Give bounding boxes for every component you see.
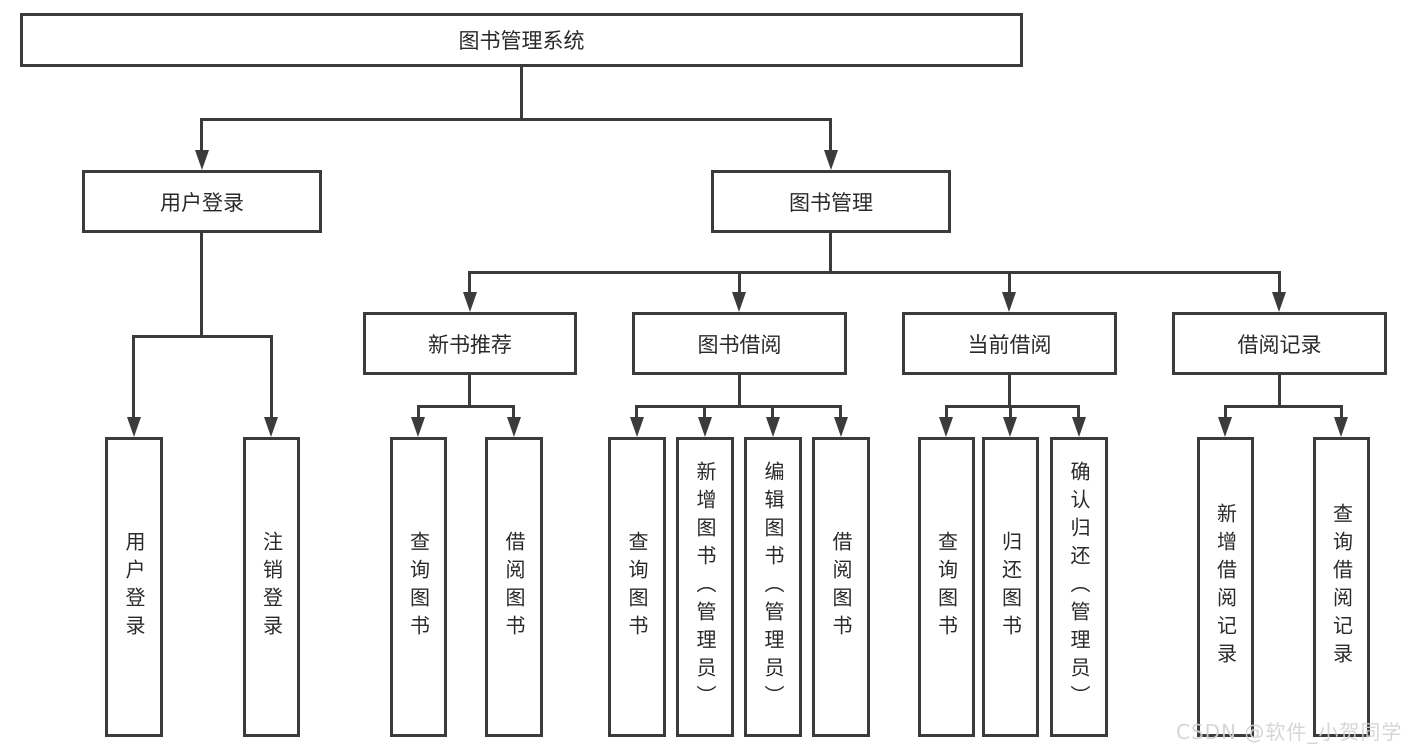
connector-to-query-books-current bbox=[945, 405, 948, 419]
node-user-login: 用户登录 bbox=[82, 170, 322, 233]
arrowhead-return-books-icon bbox=[1003, 417, 1017, 437]
connector-to-query-books-borrowing bbox=[635, 405, 638, 419]
connector-to-new-book-recommend bbox=[468, 271, 471, 294]
connector-book-borrowing-branch bbox=[635, 405, 841, 408]
connector-new-book-recommend-branch bbox=[417, 405, 515, 408]
node-book-borrowing: 图书借阅 bbox=[632, 312, 847, 375]
connector-current-borrowing-stem bbox=[1008, 375, 1011, 405]
node-book-management-label: 图书管理 bbox=[789, 190, 873, 215]
node-root: 图书管理系统 bbox=[20, 13, 1023, 67]
connector-user-login-branch bbox=[132, 335, 273, 338]
node-confirm-return-admin-label: 确认归还（管理员） bbox=[1067, 461, 1091, 713]
node-user-login-label: 用户登录 bbox=[160, 190, 244, 215]
node-logout-action: 注销登录 bbox=[243, 437, 300, 737]
arrowhead-query-borrow-record-icon bbox=[1334, 417, 1348, 437]
node-query-books-recommend: 查询图书 bbox=[390, 437, 447, 737]
arrowhead-confirm-return-admin-icon bbox=[1072, 417, 1086, 437]
connector-to-query-borrow-record bbox=[1340, 405, 1343, 419]
node-book-borrowing-label: 图书借阅 bbox=[697, 332, 782, 357]
arrowhead-add-borrow-record-icon bbox=[1218, 417, 1232, 437]
arrowhead-book-management-icon bbox=[824, 150, 838, 170]
node-borrow-books-recommend: 借阅图书 bbox=[485, 437, 543, 737]
node-borrow-books-borrowing: 借阅图书 bbox=[812, 437, 870, 737]
connector-root-stem bbox=[520, 67, 523, 118]
node-borrow-books-recommend-label: 借阅图书 bbox=[502, 531, 526, 643]
connector-book-borrowing-stem bbox=[738, 375, 741, 405]
arrowhead-edit-books-admin-icon bbox=[766, 417, 780, 437]
arrowhead-book-borrowing-icon bbox=[732, 292, 746, 312]
connector-to-logout bbox=[270, 335, 273, 419]
node-book-management: 图书管理 bbox=[711, 170, 951, 233]
arrowhead-add-books-admin-icon bbox=[698, 417, 712, 437]
connector-book-management-branch bbox=[468, 271, 1281, 274]
node-query-books-recommend-label: 查询图书 bbox=[406, 531, 431, 643]
node-root-label: 图书管理系统 bbox=[458, 29, 585, 53]
arrowhead-query-books-current-icon bbox=[939, 417, 953, 437]
connector-to-user-login-action bbox=[132, 335, 135, 419]
node-query-books-current-label: 查询图书 bbox=[934, 531, 959, 643]
connector-new-book-recommend-stem bbox=[468, 375, 471, 405]
node-query-borrow-record-label: 查询借阅记录 bbox=[1329, 503, 1354, 671]
watermark: CSDN @软件_小贺同学 bbox=[1176, 720, 1403, 744]
node-query-books-current: 查询图书 bbox=[918, 437, 975, 737]
connector-to-borrow-books-borrowing bbox=[839, 405, 842, 419]
arrowhead-user-login-action-icon bbox=[127, 417, 141, 437]
connector-current-borrowing-branch bbox=[945, 405, 1079, 408]
node-edit-books-admin-label: 编辑图书（管理员） bbox=[761, 461, 785, 713]
node-user-login-action-label: 用户登录 bbox=[122, 531, 146, 643]
node-query-books-borrowing-label: 查询图书 bbox=[625, 531, 649, 643]
connector-to-add-books-admin bbox=[703, 405, 706, 419]
node-logout-action-label: 注销登录 bbox=[259, 531, 284, 643]
node-add-books-admin-label: 新增图书（管理员） bbox=[693, 461, 717, 713]
arrowhead-user-login-icon bbox=[195, 150, 209, 170]
connector-to-confirm-return-admin bbox=[1077, 405, 1080, 419]
connector-to-edit-books-admin bbox=[771, 405, 774, 419]
connector-to-borrow-books-recommend bbox=[512, 405, 515, 419]
arrowhead-borrowing-records-icon bbox=[1272, 292, 1286, 312]
node-new-book-recommend-label: 新书推荐 bbox=[428, 332, 512, 357]
node-new-book-recommend: 新书推荐 bbox=[363, 312, 577, 375]
connector-book-management-stem bbox=[829, 233, 832, 271]
connector-borrowing-records-stem bbox=[1278, 375, 1281, 405]
arrowhead-borrow-books-recommend-icon bbox=[507, 417, 521, 437]
node-user-login-action: 用户登录 bbox=[105, 437, 163, 737]
node-query-books-borrowing: 查询图书 bbox=[608, 437, 666, 737]
node-borrowing-records-label: 借阅记录 bbox=[1237, 332, 1322, 357]
arrowhead-query-books-recommend-icon bbox=[411, 417, 425, 437]
node-add-books-admin: 新增图书（管理员） bbox=[676, 437, 734, 737]
connector-to-add-borrow-record bbox=[1224, 405, 1227, 419]
connector-to-user-login bbox=[200, 118, 203, 152]
arrowhead-borrow-books-borrowing-icon bbox=[834, 417, 848, 437]
arrowhead-logout-icon bbox=[264, 417, 278, 437]
arrowhead-new-book-recommend-icon bbox=[463, 292, 477, 312]
connector-root-branch bbox=[200, 118, 832, 121]
node-query-borrow-record: 查询借阅记录 bbox=[1313, 437, 1370, 737]
connector-user-login-stem bbox=[200, 233, 203, 335]
node-add-borrow-record-label: 新增借阅记录 bbox=[1213, 503, 1238, 671]
arrowhead-query-books-borrowing-icon bbox=[630, 417, 644, 437]
arrowhead-current-borrowing-icon bbox=[1002, 292, 1016, 312]
node-add-borrow-record: 新增借阅记录 bbox=[1197, 437, 1254, 737]
node-edit-books-admin: 编辑图书（管理员） bbox=[744, 437, 802, 737]
node-current-borrowing: 当前借阅 bbox=[902, 312, 1117, 375]
node-confirm-return-admin: 确认归还（管理员） bbox=[1050, 437, 1108, 737]
connector-to-book-management bbox=[829, 118, 832, 152]
connector-to-borrowing-records bbox=[1278, 271, 1281, 294]
node-return-books-label: 归还图书 bbox=[998, 531, 1023, 643]
node-current-borrowing-label: 当前借阅 bbox=[967, 332, 1052, 357]
connector-to-current-borrowing bbox=[1008, 271, 1011, 294]
node-borrow-books-borrowing-label: 借阅图书 bbox=[829, 531, 853, 643]
connector-borrowing-records-branch bbox=[1224, 405, 1342, 408]
connector-to-return-books bbox=[1009, 405, 1012, 419]
node-return-books: 归还图书 bbox=[982, 437, 1039, 737]
node-borrowing-records: 借阅记录 bbox=[1172, 312, 1387, 375]
connector-to-book-borrowing bbox=[738, 271, 741, 294]
connector-to-query-books-recommend bbox=[417, 405, 420, 419]
